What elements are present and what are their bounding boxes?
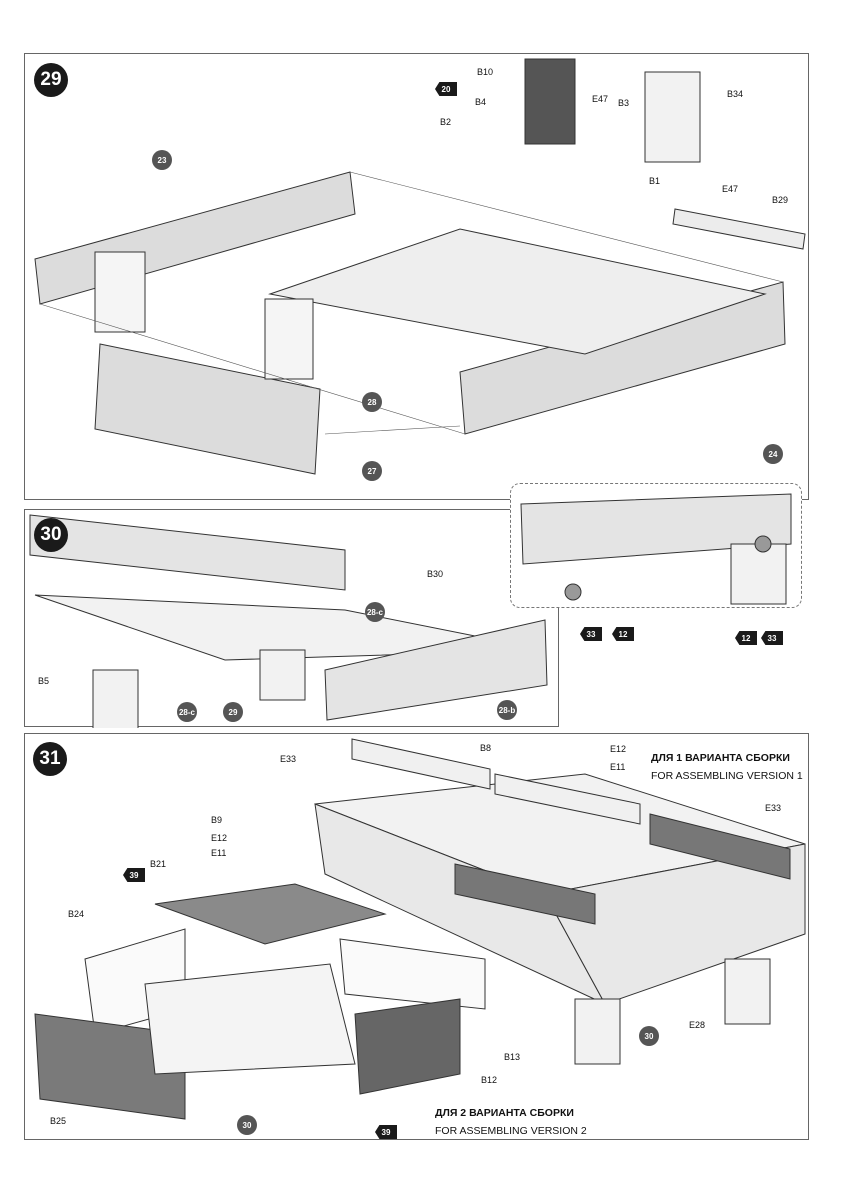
ref-star-badge: 12 [612, 627, 634, 641]
version-1-title-ru: ДЛЯ 1 ВАРИАНТА СБОРКИ [651, 752, 790, 764]
light-guard-right [264, 298, 314, 380]
ref-sub-step-badge: 24 [763, 444, 783, 464]
ref-sub-step-badge: 28-c [365, 602, 385, 622]
step-31-panel: 31 E33 B8 E12 E11 B9 E12 E11 E33 B21 B24… [24, 733, 809, 1140]
part-label-e33: E33 [765, 803, 782, 813]
part-label-b10: B10 [477, 67, 494, 77]
step-number-badge: 29 [34, 63, 68, 97]
mud-flap [259, 649, 306, 701]
part-label-b25: B25 [50, 1116, 67, 1126]
version-1-title-en: FOR ASSEMBLING VERSION 1 [651, 770, 803, 782]
part-label-e12: E12 [211, 833, 228, 843]
part-label-b2: B2 [440, 117, 452, 127]
step-30-drawing [29, 514, 548, 728]
part-label-b24: B24 [68, 909, 85, 919]
step-number-badge: 30 [34, 518, 68, 552]
tail-gate-28b [324, 619, 548, 721]
guide-line [349, 171, 784, 283]
side-wall [29, 514, 346, 591]
step-31-drawing [34, 738, 806, 1120]
bench-e33 [351, 738, 491, 790]
bench-dark [454, 863, 596, 925]
tail-light [754, 535, 772, 553]
guide-line [39, 303, 466, 435]
ref-star-badge: 12 [735, 631, 757, 645]
step-number-badge: 31 [33, 742, 67, 776]
ref-sub-step-badge: 23 [152, 150, 172, 170]
guide-line [324, 425, 461, 435]
version-2-title-ru: ДЛЯ 2 ВАРИАНТА СБОРКИ [435, 1107, 574, 1119]
part-label-b34: B34 [727, 89, 744, 99]
part-label-e33: E33 [280, 754, 297, 764]
tarp-roof-b21 [154, 883, 387, 945]
bed-frame-v2 [144, 963, 356, 1075]
part-label-b5: B5 [38, 676, 50, 686]
ref-star-badge: 39 [375, 1125, 397, 1139]
ref-sub-step-badge: 28-b [497, 700, 517, 720]
ref-star-badge: 33 [761, 631, 783, 645]
version-2-title-en: FOR ASSEMBLING VERSION 2 [435, 1125, 587, 1137]
part-label-b29: B29 [772, 195, 789, 205]
step-30-panel: 30 B30 B5 28-c 28-c 29 28-b [24, 509, 559, 728]
ref-sub-step-badge: 29 [223, 702, 243, 722]
tail-gate [94, 343, 321, 475]
bed-floor [268, 228, 767, 355]
tarp-end-b12 [354, 998, 461, 1095]
part-label-b21: B21 [150, 859, 167, 869]
mud-flap [92, 669, 139, 728]
mud-flap [724, 958, 771, 1025]
part-label-e12: E12 [610, 744, 627, 754]
mud-flap [574, 998, 621, 1065]
part-label-b12: B12 [481, 1075, 498, 1085]
ref-sub-step-badge: 28 [362, 392, 382, 412]
front-board-b10 [524, 58, 576, 145]
step-30-detail-inset [510, 483, 802, 608]
part-label-b30: B30 [427, 569, 444, 579]
part-label-e11: E11 [610, 762, 626, 772]
part-label-e47: E47 [592, 94, 609, 104]
tarp-side-b13 [339, 938, 486, 1010]
part-label-b4: B4 [475, 97, 487, 107]
ref-star-badge: 20 [435, 82, 457, 96]
mud-flap-detail [730, 543, 787, 605]
panel-b34 [644, 71, 701, 163]
part-label-b8: B8 [480, 743, 492, 753]
tarp-end-b25 [34, 1013, 186, 1120]
ref-sub-step-badge: 30 [237, 1115, 257, 1135]
bench-e33 [494, 773, 641, 825]
ref-sub-step-badge: 30 [639, 1026, 659, 1046]
part-label-e11: E11 [211, 848, 227, 858]
step-29-drawing [34, 58, 806, 475]
detail-drawing [520, 493, 792, 605]
part-label-e47: E47 [722, 184, 739, 194]
rail-b29 [672, 208, 806, 250]
part-label-b9: B9 [211, 815, 223, 825]
ref-star-badge: 39 [123, 868, 145, 882]
part-label-b1: B1 [649, 176, 661, 186]
part-label-b3: B3 [618, 98, 630, 108]
ref-sub-step-badge: 28-c [177, 702, 197, 722]
part-label-b13: B13 [504, 1052, 521, 1062]
light-guard-left [94, 251, 146, 333]
tail-light [564, 583, 582, 601]
bench-e33-dark [649, 813, 791, 880]
part-label-e28: E28 [689, 1020, 706, 1030]
ref-sub-step-badge: 27 [362, 461, 382, 481]
step-29-panel: 29 B10 B4 B2 E47 B3 B34 B1 E47 B29 20 23… [24, 53, 809, 500]
ref-star-badge: 33 [580, 627, 602, 641]
tail-gate-detail [520, 493, 792, 565]
